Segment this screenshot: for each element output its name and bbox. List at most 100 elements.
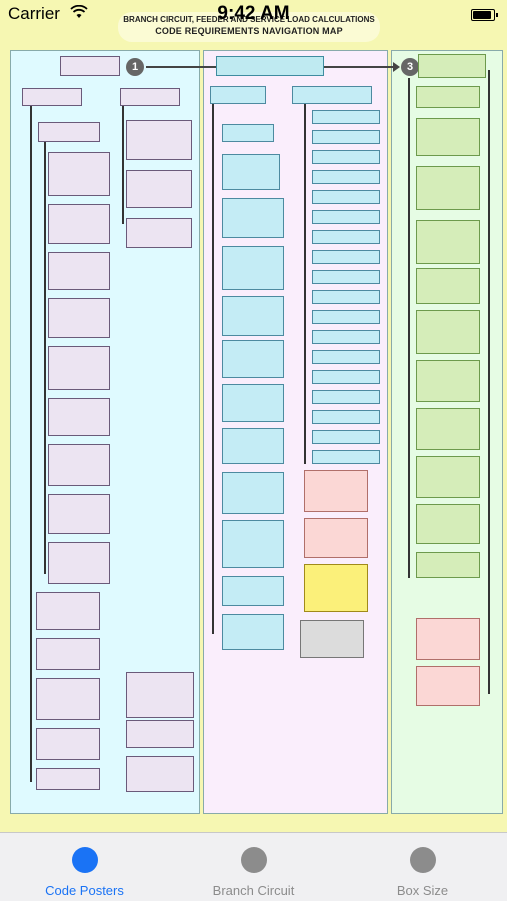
battery-icon [471,9,498,21]
diagram-node [60,56,120,76]
diagram-node [416,118,480,156]
diagram-node [222,576,284,606]
diagram-node [312,450,380,464]
branch-circuit-icon [240,847,267,873]
diagram-node [312,330,380,344]
step-3-marker: 3 [401,58,419,76]
diagram-node [416,618,480,660]
diagram-node [222,428,284,464]
diagram-node [304,470,368,512]
code-poster[interactable]: BRANCH CIRCUIT, FEEDER AND SERVICE LOAD … [0,0,507,832]
diagram-node [126,672,194,718]
diagram-node [222,296,284,336]
diagram-node [312,110,380,124]
tab-label: Branch Circuit [212,883,295,898]
diagram-node [304,564,368,612]
diagram-node [216,56,324,76]
diagram-node [36,728,100,760]
diagram-node [126,120,192,160]
connector-line [44,142,46,574]
diagram-node [48,346,110,390]
step-1-marker: 1 [126,58,144,76]
connector-line [304,104,306,464]
connector-line [408,78,410,578]
diagram-node [312,270,380,284]
diagram-node [312,290,380,304]
connector-line [30,106,32,782]
diagram-node [416,86,480,108]
diagram-node [48,444,110,486]
diagram-node [312,150,380,164]
diagram-node [222,124,274,142]
diagram-node [126,218,192,248]
diagram-node [210,86,266,104]
diagram-node [416,310,480,354]
code-posters-icon [71,847,98,873]
diagram-node [48,542,110,584]
status-time: 9:42 AM [217,3,290,24]
diagram-node [416,552,480,578]
diagram-node [312,410,380,424]
diagram-node [48,494,110,534]
diagram-node [416,408,480,450]
tab-code-posters[interactable]: Code Posters [0,833,169,901]
diagram-node [36,678,100,720]
diagram-node [48,152,110,196]
diagram-node [222,154,280,190]
diagram-node [36,638,100,670]
diagram-node [48,298,110,338]
poster-title-line2: CODE REQUIREMENTS NAVIGATION MAP [155,26,343,36]
diagram-node [222,384,284,422]
diagram-node [304,518,368,558]
diagram-node [416,360,480,402]
diagram-node [416,220,480,264]
diagram-node [312,390,380,404]
diagram-node [416,456,480,498]
diagram-node [300,620,364,658]
diagram-node [312,230,380,244]
diagram-node [38,122,100,142]
diagram-node [222,472,284,514]
diagram-node [48,204,110,244]
diagram-node [312,310,380,324]
diagram-node [126,756,194,792]
tab-bar: Code Posters Branch Circuit Box Size [0,832,507,901]
diagram-node [48,252,110,290]
diagram-node [126,720,194,748]
connector-line [212,104,214,634]
diagram-node [222,340,284,378]
diagram-node [222,614,284,650]
diagram-node [48,398,110,436]
status-bar: Carrier 9:42 AM [0,0,507,30]
diagram-node [222,198,284,238]
diagram-node [312,250,380,264]
tab-label: Code Posters [45,883,124,898]
diagram-node [312,430,380,444]
diagram-node [222,246,284,290]
diagram-node [222,520,284,568]
diagram-node [36,768,100,790]
diagram-node [126,170,192,208]
diagram-node [312,350,380,364]
flow-arrow [322,62,400,72]
diagram-node [22,88,82,106]
diagram-node [312,130,380,144]
poster-title: BRANCH CIRCUIT, FEEDER AND SERVICE LOAD … [118,12,380,42]
carrier-label: Carrier [8,4,60,23]
diagram-node [292,86,372,104]
diagram-node [312,190,380,204]
box-size-icon [409,847,436,873]
connector-line [122,106,124,224]
diagram-node [416,666,480,706]
diagram-node [416,504,480,544]
wifi-icon [70,5,88,18]
connector-line [488,70,490,694]
diagram-node [416,166,480,210]
tab-branch-circuit[interactable]: Branch Circuit [169,833,338,901]
tab-box-size[interactable]: Box Size [338,833,507,901]
diagram-node [312,210,380,224]
poster-title-line1: BRANCH CIRCUIT, FEEDER AND SERVICE LOAD … [123,15,375,24]
diagram-node [418,54,486,78]
diagram-node [312,370,380,384]
tab-label: Box Size [396,883,449,898]
